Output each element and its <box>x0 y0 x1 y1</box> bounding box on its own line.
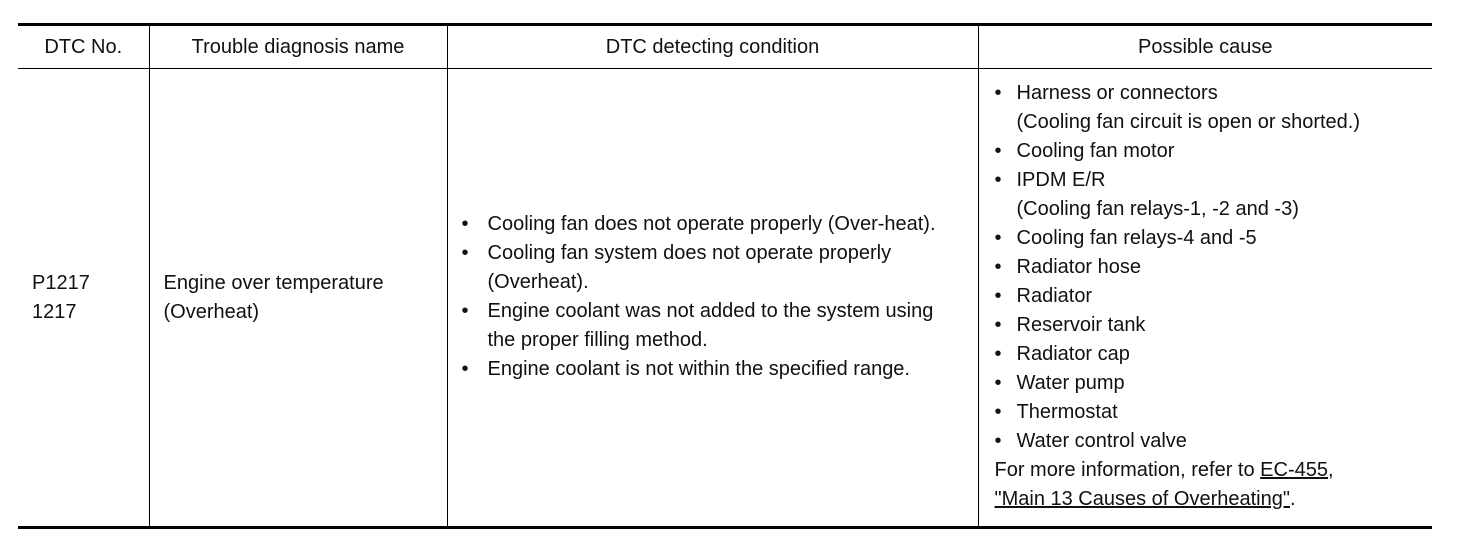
diagnosis-name-line: (Overheat) <box>163 300 260 323</box>
table-header-row: DTC No. Trouble diagnosis name DTC detec… <box>18 24 1432 69</box>
condition-item: • Cooling fan does not operate properly … <box>462 210 964 239</box>
bullet-icon: • <box>994 429 1002 452</box>
cause-item: • Radiator cap <box>995 340 1427 369</box>
bullet-icon: • <box>994 81 1002 104</box>
condition-item: • Engine coolant was not added to the sy… <box>462 297 964 355</box>
cause-text: Cooling fan motor <box>1016 139 1175 162</box>
cause-text: Thermostat <box>1016 400 1118 423</box>
cell-possible-cause: • Harness or connectors (Cooling fan cir… <box>977 68 1432 528</box>
dtc-code-primary: P1217 <box>32 271 90 294</box>
reference-link-line2: "Main 13 Causes of Overheating" <box>994 487 1290 510</box>
dtc-table: DTC No. Trouble diagnosis name DTC detec… <box>18 23 1432 529</box>
cause-item: • Water control valve <box>995 427 1427 456</box>
bullet-icon: • <box>994 313 1002 336</box>
header-possible-cause: Possible cause <box>977 24 1432 69</box>
cause-item: • Cooling fan relays-4 and -5 <box>995 224 1427 253</box>
bullet-icon: • <box>461 358 469 380</box>
diagnosis-name-line: Engine over temperature <box>163 271 384 294</box>
bullet-icon: • <box>461 213 469 235</box>
table-row: P1217 1217 Engine over temperature (Over… <box>18 68 1432 528</box>
cause-item: • Thermostat <box>995 398 1427 427</box>
condition-item: • Cooling fan system does not operate pr… <box>462 239 964 297</box>
cause-text: Reservoir tank <box>1016 313 1146 336</box>
cause-text: Radiator <box>1016 284 1093 307</box>
cause-item: • IPDM E/R (Cooling fan relays-1, -2 and… <box>995 166 1427 224</box>
cell-trouble-diagnosis-name: Engine over temperature (Overheat) <box>148 68 447 528</box>
more-info-note: For more information, refer to EC-455, "M… <box>995 456 1427 514</box>
condition-text: Cooling fan system does not operate prop… <box>487 242 892 293</box>
cause-text: Cooling fan relays-4 and -5 <box>1016 226 1257 249</box>
cell-dtc-detecting-condition: • Cooling fan does not operate properly … <box>446 68 978 528</box>
bullet-icon: • <box>994 371 1002 394</box>
bullet-icon: • <box>461 300 469 322</box>
cause-text: IPDM E/R <box>1016 168 1106 191</box>
reference-link-ec-455[interactable]: EC-455, "Main 13 Causes of Overheating" <box>995 459 1334 510</box>
condition-text: Engine coolant is not within the specifi… <box>487 358 911 380</box>
cause-list: • Harness or connectors (Cooling fan cir… <box>995 79 1427 456</box>
header-trouble-diagnosis-name: Trouble diagnosis name <box>148 24 447 69</box>
header-dtc-no: DTC No. <box>44 36 123 58</box>
cause-text: Radiator hose <box>1016 255 1142 278</box>
bullet-icon: • <box>994 255 1002 278</box>
bullet-icon: • <box>994 139 1002 162</box>
condition-item: • Engine coolant is not within the speci… <box>462 355 964 384</box>
cell-dtc-no: P1217 1217 <box>18 69 149 528</box>
cause-item: • Cooling fan motor <box>995 137 1427 166</box>
header-dtc-detecting-condition: DTC detecting condition <box>446 24 978 69</box>
cause-text: Radiator cap <box>1016 342 1130 365</box>
condition-list: • Cooling fan does not operate properly … <box>462 210 964 384</box>
condition-text: Engine coolant was not added to the syst… <box>487 300 934 351</box>
cause-text: Water control valve <box>1016 429 1187 452</box>
cause-item: • Radiator <box>995 282 1427 311</box>
reference-link-line1: EC-455, <box>1260 458 1334 481</box>
cause-item: • Radiator hose <box>995 253 1427 282</box>
cause-subtext: (Cooling fan circuit is open or shorted.… <box>1016 110 1361 133</box>
cause-item: • Reservoir tank <box>995 311 1427 340</box>
cause-text: Harness or connectors <box>1016 81 1218 104</box>
cause-text: Water pump <box>1016 371 1125 394</box>
bullet-icon: • <box>994 342 1002 365</box>
bullet-icon: • <box>461 242 469 264</box>
cause-subtext: (Cooling fan relays-1, -2 and -3) <box>1016 197 1299 220</box>
dtc-code-secondary: 1217 <box>32 300 77 323</box>
bullet-icon: • <box>994 400 1002 423</box>
more-info-prefix: For more information, refer to <box>994 458 1261 481</box>
cause-item: • Water pump <box>995 369 1427 398</box>
cause-item: • Harness or connectors (Cooling fan cir… <box>995 79 1427 137</box>
bullet-icon: • <box>994 168 1002 191</box>
more-info-suffix: . <box>1289 487 1296 510</box>
bullet-icon: • <box>994 284 1002 307</box>
bullet-icon: • <box>994 226 1002 249</box>
condition-text: Cooling fan does not operate properly (O… <box>487 213 936 235</box>
